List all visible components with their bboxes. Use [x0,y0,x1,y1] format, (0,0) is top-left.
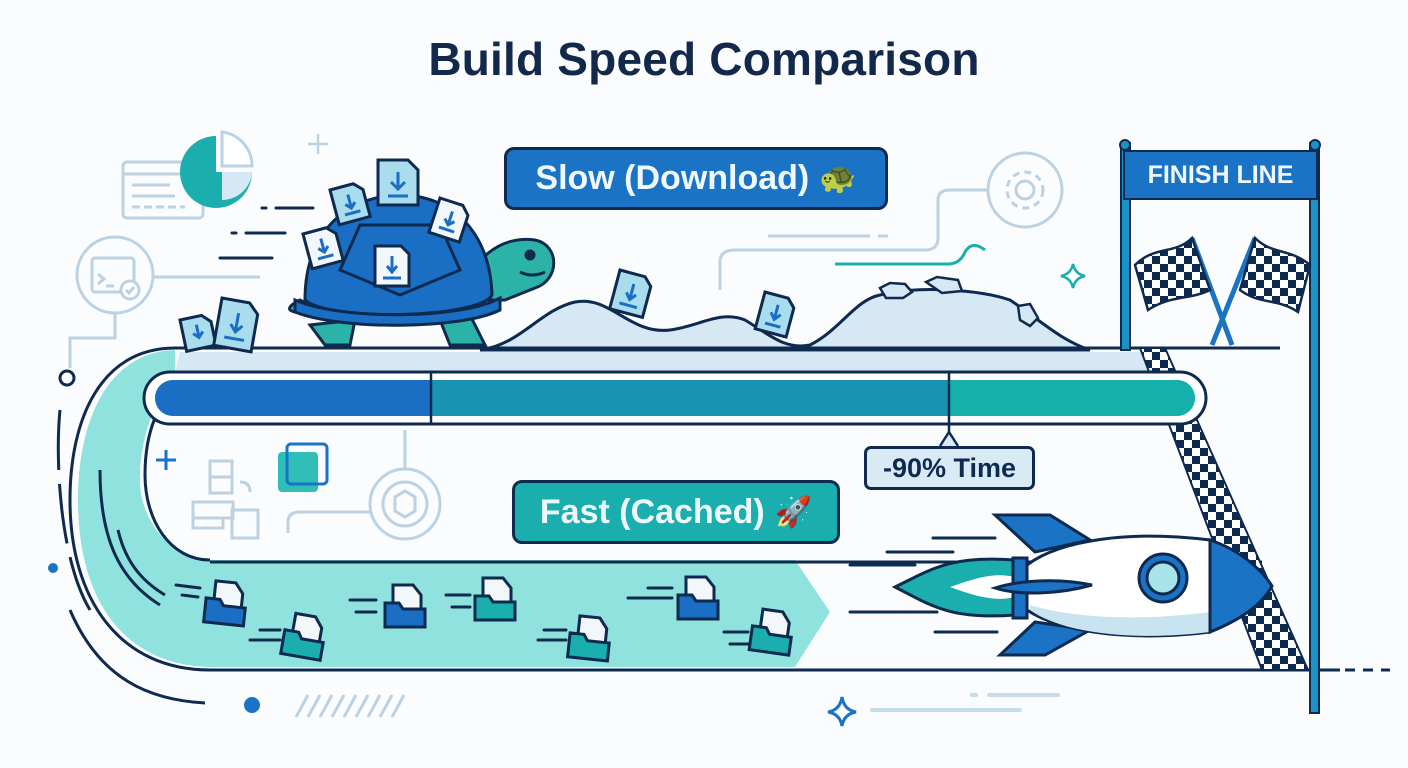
dot [244,697,260,713]
download-file-icons [178,158,796,354]
cache-sync-icon [286,430,442,541]
sparkle-icon [1060,263,1086,289]
progress-bar [142,370,1208,447]
layers-icon [278,442,329,492]
page-title: Build Speed Comparison [428,33,980,85]
time-savings-callout: -90% Time [864,446,1035,490]
hatch-lines [294,694,406,718]
node-dot [58,369,76,387]
rocket-icon: 🚀 [774,494,813,530]
fast-cached-label: Fast (Cached) 🚀 [512,480,840,544]
dot [48,563,58,573]
turtle-illustration [288,193,556,347]
terrain-hills [479,275,1091,352]
faint-lines [870,693,1060,712]
slow-label-text: Slow (Download) [535,159,810,197]
rocket-illustration [848,513,1274,657]
swoosh-arrow [835,244,986,266]
sparkle-icon [827,696,857,727]
turtle-icon: 🐢 [819,161,857,196]
fast-label-text: Fast (Cached) [539,492,765,531]
slow-download-label: Slow (Download) 🐢 [504,147,888,210]
blocks-icon [191,459,260,540]
plus-icon [156,450,176,470]
terminal-check-icon [68,235,260,368]
connector-lines [718,151,1064,290]
pie-chart-icon [180,130,254,208]
gear-icon [1005,170,1045,210]
speed-lines [218,206,315,260]
plus-icon [308,134,328,154]
checkered-flags-icon [1133,235,1312,346]
cached-folder-icons [174,575,793,663]
finish-line-banner: FINISH LINE [1123,150,1318,200]
